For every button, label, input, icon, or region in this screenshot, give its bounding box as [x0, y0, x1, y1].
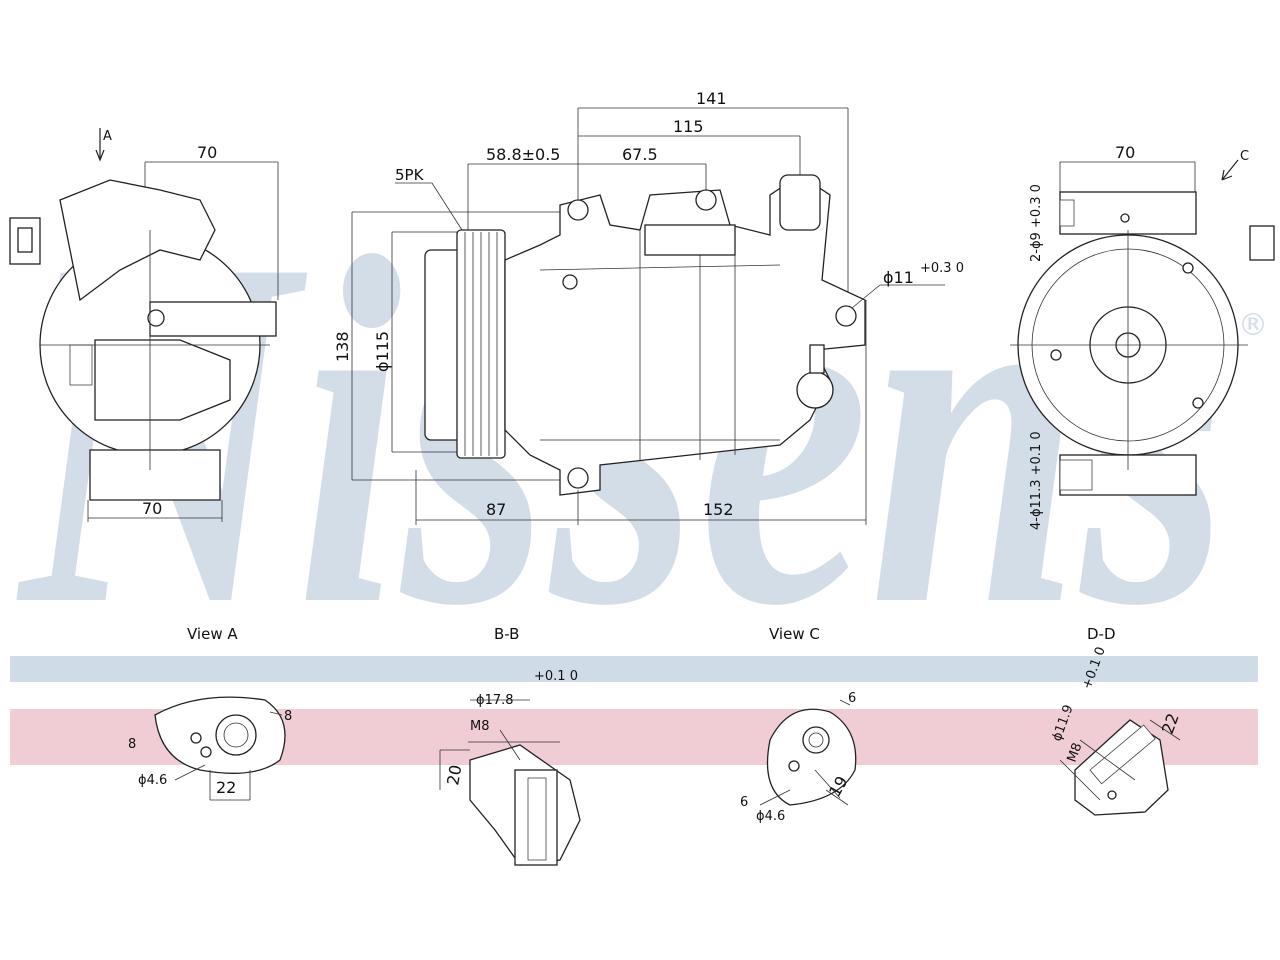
view-bb-dim-hole: ϕ17.8: [476, 693, 514, 708]
rear-view: 70 C 2-ϕ9 +0.3 0 4-ϕ11.3 +0.1 0: [1010, 143, 1275, 530]
view-a-dim-8-left: 8: [128, 737, 136, 752]
belt-type-label: 5PK: [395, 166, 425, 184]
rear-arrow-label: C: [1240, 149, 1249, 164]
dim-138: 138: [333, 331, 352, 362]
view-c-dim-6-top: 6: [848, 691, 856, 706]
dim-rear-70: 70: [1115, 143, 1135, 162]
dim-141: 141: [696, 89, 727, 108]
dim-58-8: 58.8±0.5: [486, 145, 560, 164]
dim-rear-holes-top: 2-ϕ9 +0.3 0: [1029, 184, 1044, 262]
dim-mount-hole: ϕ11: [883, 268, 914, 287]
side-arrow-label: A: [103, 129, 112, 144]
view-bb-dim-tol: +0.1 0: [534, 669, 578, 684]
dim-rear-holes-bottom: 4-ϕ11.3 +0.1 0: [1029, 431, 1044, 530]
dim-side-top-70: 70: [197, 143, 217, 162]
view-dd-dim-m8: M8: [1065, 741, 1086, 764]
view-c-dim-hole: ϕ4.6: [756, 809, 785, 824]
front-view: 141 115 58.8±0.5 67.5 5PK 138 ϕ115 ϕ11: [333, 89, 964, 525]
view-a-dim-22: 22: [216, 778, 236, 797]
dim-115: 115: [673, 117, 704, 136]
view-c-title: View C: [769, 625, 820, 643]
dim-pulley-diameter: ϕ115: [373, 331, 392, 372]
view-bb-title: B-B: [494, 625, 519, 643]
view-bb-dim-m8: M8: [470, 719, 490, 734]
view-a-dim-hole: ϕ4.6: [138, 773, 167, 788]
view-dd-title: D-D: [1087, 625, 1116, 643]
view-a-title: View A: [187, 625, 238, 643]
side-view: A 70 70: [9, 128, 279, 522]
view-bb-dim-20: 20: [443, 763, 465, 786]
view-a-detail: 8 8 ϕ4.6 22: [128, 696, 292, 801]
blue-band: [10, 656, 1258, 682]
view-c-dim-6-left: 6: [740, 795, 748, 810]
dim-mount-hole-tol: +0.3 0: [920, 261, 964, 276]
view-bb-detail: ϕ17.8 +0.1 0 M8 20: [439, 669, 581, 866]
view-a-dim-8-right: 8: [284, 709, 292, 724]
view-c-detail: 6 6 ϕ4.6 19: [740, 691, 857, 824]
watermark-registered-mark: ®: [1238, 308, 1268, 343]
dim-87: 87: [486, 500, 506, 519]
dim-152: 152: [703, 500, 734, 519]
dim-67-5: 67.5: [622, 145, 658, 164]
dim-side-bottom-70: 70: [142, 499, 162, 518]
